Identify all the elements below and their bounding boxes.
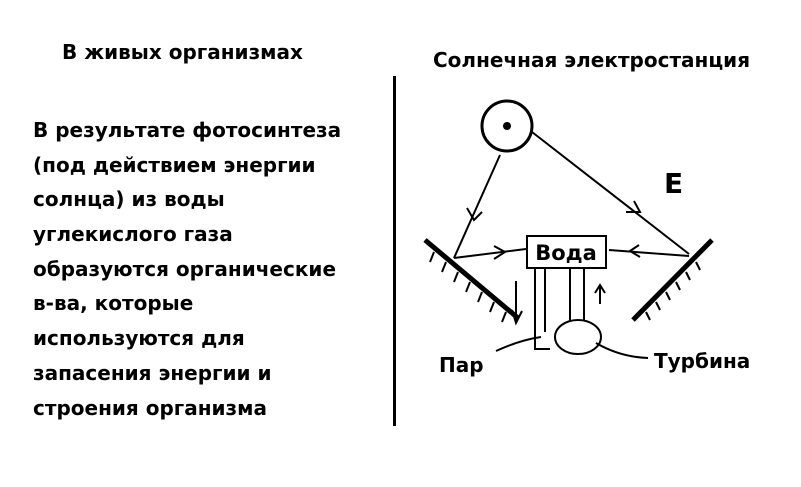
description-line: В результате фотосинтеза bbox=[33, 118, 342, 142]
turbine bbox=[554, 319, 602, 355]
turbine-pointer bbox=[595, 342, 649, 359]
reflected-ray-right bbox=[608, 244, 690, 258]
photosynthesis-description: В результате фотосинтеза (под действием … bbox=[33, 113, 383, 425]
description-line: строения организма bbox=[33, 395, 268, 420]
steam-pointer bbox=[495, 336, 542, 352]
upflow-arrow bbox=[594, 283, 606, 304]
description-line: используются для bbox=[33, 326, 245, 351]
solar-plant-diagram: E Вода bbox=[423, 99, 750, 377]
sun-ray-left bbox=[453, 154, 501, 259]
right-column-heading: Солнечная электростанция bbox=[433, 48, 751, 72]
description-line: солнца) из воды bbox=[33, 187, 225, 212]
description-line: (под действием энергии bbox=[33, 152, 316, 177]
water-label: Вода bbox=[535, 241, 597, 265]
column-divider bbox=[393, 76, 396, 426]
turbine-label: Турбина bbox=[654, 349, 750, 373]
reflected-ray-left bbox=[453, 245, 527, 260]
description-line: запасения энергии и bbox=[33, 360, 272, 385]
downflow-arrow bbox=[511, 281, 523, 326]
left-column-heading: В живых организмах bbox=[62, 40, 303, 64]
description-line: углекислого газа bbox=[33, 222, 233, 247]
left-mirror bbox=[423, 238, 520, 323]
sun-icon bbox=[480, 99, 534, 153]
description-line: образуются органические bbox=[33, 256, 337, 281]
steam-label: Пар bbox=[439, 353, 484, 377]
energy-label: E bbox=[664, 167, 683, 200]
description-line: в-ва, которые bbox=[33, 291, 194, 316]
sun-ray-right bbox=[531, 131, 690, 255]
steam-pipes bbox=[534, 268, 585, 350]
water-tank bbox=[526, 235, 607, 269]
right-mirror bbox=[631, 238, 714, 322]
